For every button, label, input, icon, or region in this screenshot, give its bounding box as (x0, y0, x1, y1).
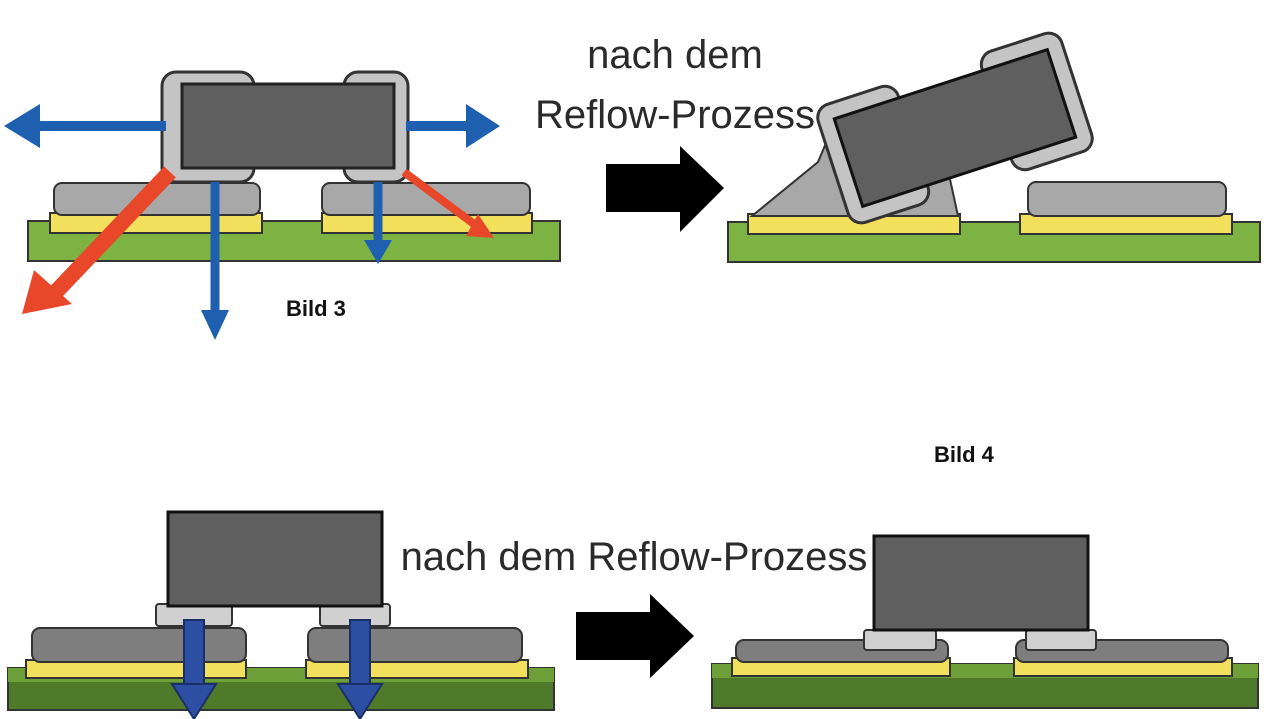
component-body (166, 510, 384, 608)
solder-paste-right (307, 627, 523, 663)
force-arrow-red-left-head (22, 270, 72, 314)
top-process-step: nach dem Reflow-Prozess (535, 33, 815, 232)
bottom-caption: nach dem Reflow-Prozess (401, 535, 868, 579)
top-caption-line-1: nach dem (587, 33, 763, 77)
component-body (180, 82, 396, 170)
force-arrow-down-right-head (364, 240, 392, 264)
force-arrow-red-right (401, 168, 477, 228)
bottom-right-after-reflow (711, 534, 1259, 709)
process-arrow-icon (576, 594, 694, 678)
force-arrow-down-right-head (336, 683, 384, 719)
force-arrow-left-head (4, 104, 40, 148)
figure-label-bild-3: Bild 3 (286, 296, 346, 321)
solder-paste-right (1027, 181, 1227, 217)
bottom-process-step: nach dem Reflow-Prozess Bild 4 (401, 442, 995, 678)
component-body (832, 47, 1078, 209)
force-arrow-down-left (183, 619, 205, 687)
force-arrow-red-left (46, 166, 176, 302)
solder-paste-left (31, 627, 247, 663)
component-body (872, 534, 1090, 632)
force-arrow-right-head (466, 104, 500, 148)
component-terminal-right (1025, 629, 1097, 651)
force-arrow-down-left-head (170, 683, 218, 719)
figure-label-bild-4: Bild 4 (934, 442, 995, 467)
force-arrow-down-right (349, 619, 371, 687)
force-arrow-red-right-head (466, 214, 494, 238)
force-arrow-down-left-head (201, 310, 229, 340)
top-right-after-reflow (727, 31, 1261, 263)
top-caption-line-2: Reflow-Prozess (535, 93, 815, 137)
component-terminal-left (863, 629, 937, 651)
top-left-before-reflow: Bild 3 (4, 70, 561, 340)
process-arrow-icon (606, 146, 724, 232)
tilted-component (816, 31, 1094, 225)
bottom-left-before-reflow (7, 510, 555, 719)
